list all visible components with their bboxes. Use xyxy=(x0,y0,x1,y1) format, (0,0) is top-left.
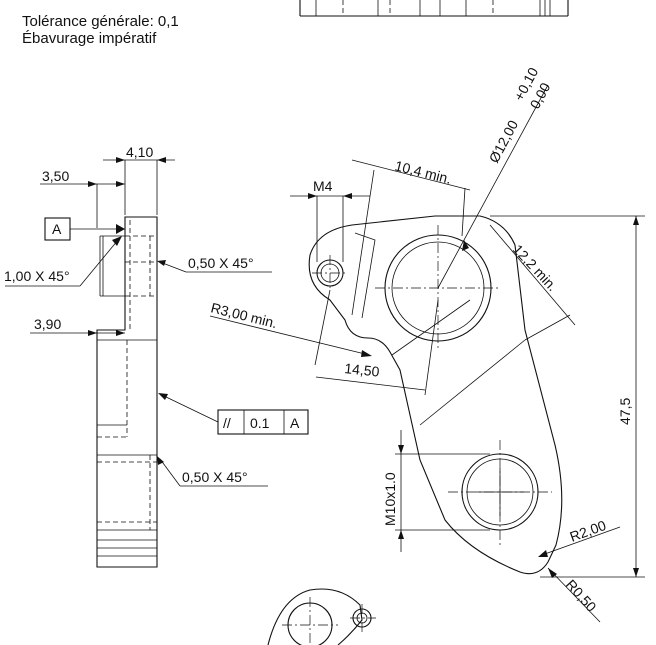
dim-offset-top: 3,50 xyxy=(42,168,69,184)
top-partial-view xyxy=(299,0,569,17)
chamfer-left-label: 1,00 X 45° xyxy=(4,268,70,284)
chamfer-lower-label: 0,50 X 45° xyxy=(182,469,248,485)
min-width-top-label: 10,4 min. xyxy=(393,157,453,186)
radius-min-label: R3,00 min. xyxy=(209,299,279,331)
dim-14-50-label: 14,50 xyxy=(344,360,381,380)
thread-m4-label: M4 xyxy=(313,178,333,194)
height-47-5-label: 47,5 xyxy=(617,398,633,425)
dim-width-top: 4,10 xyxy=(126,144,153,160)
chamfer-upper-label: 0,50 X 45° xyxy=(188,255,254,271)
radius-2-label: R2,00 xyxy=(568,517,609,545)
parallelism-datum: A xyxy=(290,415,300,431)
parallelism-symbol: // xyxy=(223,415,231,431)
bore-diameter-label: Ø12,00 xyxy=(486,117,522,165)
bottom-partial-view xyxy=(267,588,376,645)
thread-m10-label: M10x1.0 xyxy=(382,472,398,526)
front-view: M4 10,4 min. Ø12,00 +0,10 0,00 12,2 min.… xyxy=(209,64,645,623)
radius-05-label: R0,50 xyxy=(563,576,600,615)
side-view: 4,10 3,50 A 1,00 X 45° 0,50 X 45° 3,90 /… xyxy=(4,144,309,568)
datum-a-label: A xyxy=(52,221,62,237)
deburring-note: Ébavurage impératif xyxy=(22,30,157,47)
parallelism-value: 0.1 xyxy=(250,415,270,431)
dim-offset-mid: 3,90 xyxy=(34,316,61,332)
general-tolerance-note: Tolérance générale: 0,1 xyxy=(22,13,179,30)
